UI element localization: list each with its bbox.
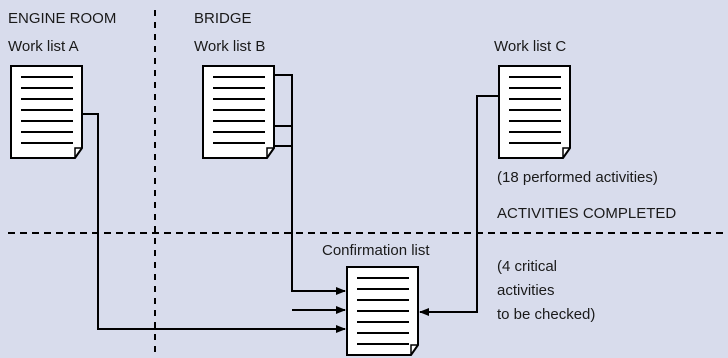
work-list-a-connector-arrow — [82, 113, 346, 333]
critical-activities-note-line-2: activities — [497, 282, 555, 299]
work-list-a-label: Work list A — [8, 38, 79, 55]
performed-activities-note: (18 performed activities) — [497, 169, 658, 186]
work-list-c-label: Work list C — [494, 38, 567, 55]
activities-completed-label: ACTIVITIES COMPLETED — [497, 205, 677, 222]
work-list-a-document-icon — [10, 65, 83, 159]
work-list-c-connector-arrow — [419, 95, 499, 316]
critical-activities-note-line-3: to be checked) — [497, 306, 596, 323]
work-list-b-label: Work list B — [194, 38, 266, 55]
engine-room-label: ENGINE ROOM — [8, 10, 117, 27]
confirmation-list-document-icon — [346, 266, 419, 356]
work-list-b-document-icon — [202, 65, 293, 159]
critical-activities-note-line-1: (4 critical — [497, 258, 558, 275]
work-list-c-document-icon — [498, 65, 571, 159]
work-list-b-connector-arrow-upper — [291, 91, 346, 295]
bridge-label: BRIDGE — [194, 10, 252, 27]
confirmation-list-label: Confirmation list — [322, 242, 430, 259]
